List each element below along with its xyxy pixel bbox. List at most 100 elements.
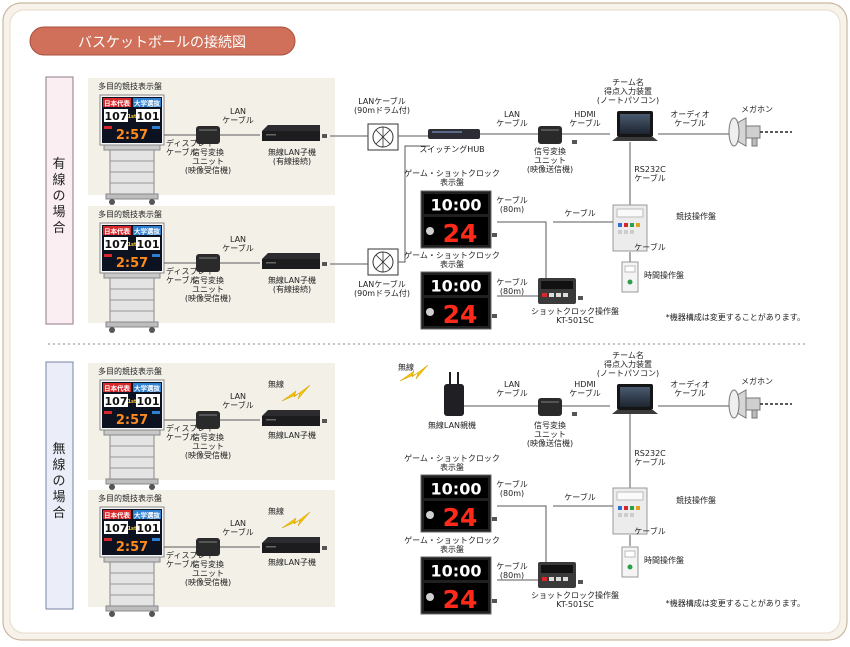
hub-lan-label-line-1: LAN <box>504 110 520 119</box>
game-time: 10:00 <box>431 277 482 296</box>
signal-unit-tx-label-line-1: 信号変換 <box>534 146 566 156</box>
wireless-1-wireless-label: 無線 <box>268 379 284 389</box>
shotboard-2-cable-label-line-2: (80m) <box>500 287 524 296</box>
lan-drum-1-label-line-1: LANケーブル <box>358 96 406 106</box>
shotboard-2-label-line-2: 表示盤 <box>440 259 464 269</box>
wireless-1-board-title: 多目的競技表示盤 <box>98 366 162 376</box>
wired-2-signal-unit-label-line-2: ユニット <box>192 285 224 294</box>
wired-2-wlan-child-label-line-2: (有線接続) <box>273 284 311 294</box>
wireless-2-lan-cable-label-line-1: LAN <box>230 519 246 528</box>
shotboard-3-label-line-2: 表示盤 <box>440 462 464 472</box>
wired-side-label: 有線の場合 <box>45 76 74 325</box>
team-pc-2 <box>612 384 658 414</box>
scoreboard-p: 1st <box>128 242 137 248</box>
megaphone-label-1: メガホン <box>741 104 773 114</box>
wireless-2-lan-cable-label-line-2: ケーブル <box>222 527 254 537</box>
shotclock-panel-1 <box>538 278 576 304</box>
audio-label-1-line-1: オーディオ <box>670 109 709 119</box>
wireless-2-signal-unit-label-line-2: ユニット <box>192 569 224 578</box>
scoreboard-tl: 日本代表 <box>104 99 131 108</box>
signal-unit-tx-label-line-3: (映像送信機) <box>527 164 573 174</box>
scpanel-1-label-line-1: ショットクロック操作盤 <box>531 306 619 316</box>
wired-1-signal-unit-label-line-1: 信号変換 <box>192 147 224 157</box>
rs232c-label-1-line-2: ケーブル <box>634 173 666 183</box>
shot-time: 24 <box>443 585 478 614</box>
wired-1-lan-cable-label-line-1: LAN <box>230 107 246 116</box>
wireless-2-wlan-plug <box>322 546 327 550</box>
scoreboard-p: 1st <box>128 114 137 120</box>
wired-2-lan-cable-label-line-2: ケーブル <box>222 243 254 253</box>
shotboard-1-cable <box>497 221 547 278</box>
scoreboard-p: 1st <box>128 399 137 405</box>
wired-1-signal-unit-label-line-2: ユニット <box>192 157 224 166</box>
timer-label-2: 時間操作盤 <box>644 555 684 565</box>
tx-plug <box>572 140 577 144</box>
lan-drum-1 <box>367 123 399 151</box>
shotboard-4-label-line-1: ゲーム・ショットクロック <box>404 535 500 545</box>
hdmi-label-1-line-1: HDMI <box>574 110 595 119</box>
wired-2-board-title: 多目的競技表示盤 <box>98 209 162 219</box>
wired-1-wlan-child-label-line-2: (有線接続) <box>273 156 311 166</box>
scoreboard-tr: 大学選抜 <box>134 227 161 236</box>
console-cable-label-2: ケーブル <box>564 492 596 502</box>
lan-drum-1-label-line-2: (90mドラム付) <box>354 105 410 115</box>
scoreboard-c: 2:57 <box>116 256 148 271</box>
hub-lan-label-line-2: ケーブル <box>496 118 528 128</box>
shotboard-4-label-line-2: 表示盤 <box>440 544 464 554</box>
team-pc-label-2-line-2: 得点入力装置 <box>604 359 652 369</box>
team-pc-1 <box>612 111 658 141</box>
team-pc-label-1-line-2: 得点入力装置 <box>604 86 652 96</box>
signal-unit-tx-2-label-line-1: 信号変換 <box>534 420 566 430</box>
signal-unit-tx-2-label-line-3: (映像送信機) <box>527 438 573 448</box>
parent-lan-label-line-2: ケーブル <box>496 388 528 398</box>
title-banner: バスケットボールの接続図 <box>29 26 296 56</box>
wireless-side-label: 無線の場合 <box>45 361 74 610</box>
wireless-2-display-cable-label-line-2: ケーブル <box>166 559 198 569</box>
svg-text:無線の場合: 無線の場合 <box>52 442 65 521</box>
parent-wireless-label: 無線 <box>398 362 414 372</box>
shot-time: 24 <box>443 503 478 532</box>
scoreboard-tl: 日本代表 <box>104 511 131 520</box>
switching-hub-label: スイッチングHUB <box>419 144 484 154</box>
wireless-2-signal-unit <box>196 538 220 556</box>
wired-2-display-cable-label-line-1: ディスプレイ <box>166 266 213 276</box>
game-time: 10:00 <box>431 196 482 215</box>
team-pc-label-2-line-3: (ノートパソコン) <box>597 369 659 378</box>
shotboard-2-plug <box>492 314 497 318</box>
wired-2-display-cable-label-line-2: ケーブル <box>166 275 198 285</box>
lan-drum-2-label-line-2: (90mドラム付) <box>354 288 410 298</box>
shotboard-4-plug <box>492 599 497 603</box>
wired-2-wlan-child-label-line-1: 無線LAN子機 <box>268 275 316 285</box>
shotboard-3-cable-label-line-1: ケーブル <box>496 479 528 489</box>
wireless-2-wireless-label: 無線 <box>268 506 284 516</box>
scoreboard-p: 1st <box>128 526 137 532</box>
shotboard-1-label-line-2: 表示盤 <box>440 177 464 187</box>
audio-label-1-line-2: ケーブル <box>674 118 706 128</box>
scoreboard-tr: 大学選抜 <box>134 384 161 393</box>
shotboard-1-cable-label-line-1: ケーブル <box>496 195 528 205</box>
scoreboard-c: 2:57 <box>116 128 148 143</box>
hdmi-label-2-line-1: HDMI <box>574 380 595 389</box>
scoreboard-tl: 日本代表 <box>104 227 131 236</box>
rs232c-label-2-line-1: RS232C <box>634 449 666 458</box>
rs232c-label-1-line-1: RS232C <box>634 165 666 174</box>
shotboard-3-plug <box>492 517 497 521</box>
audio-label-2-line-1: オーディオ <box>670 379 709 389</box>
wireless-2-wlan-child <box>262 537 320 553</box>
wired-1-board-title: 多目的競技表示盤 <box>98 81 162 91</box>
scoreboard-sr: 101 <box>137 522 160 535</box>
scpanel-2-label-line-2: KT-501SC <box>556 600 594 609</box>
hdmi-label-1-line-2: ケーブル <box>569 118 601 128</box>
lan-drum-2 <box>367 248 399 276</box>
game-time: 10:00 <box>431 562 482 581</box>
shotboard-1-plug <box>492 233 497 237</box>
shotboard-4: 10:00 24 <box>420 556 492 615</box>
wired-1-display-cable-label-line-2: ケーブル <box>166 147 198 157</box>
signal-unit-tx-2 <box>538 398 562 416</box>
